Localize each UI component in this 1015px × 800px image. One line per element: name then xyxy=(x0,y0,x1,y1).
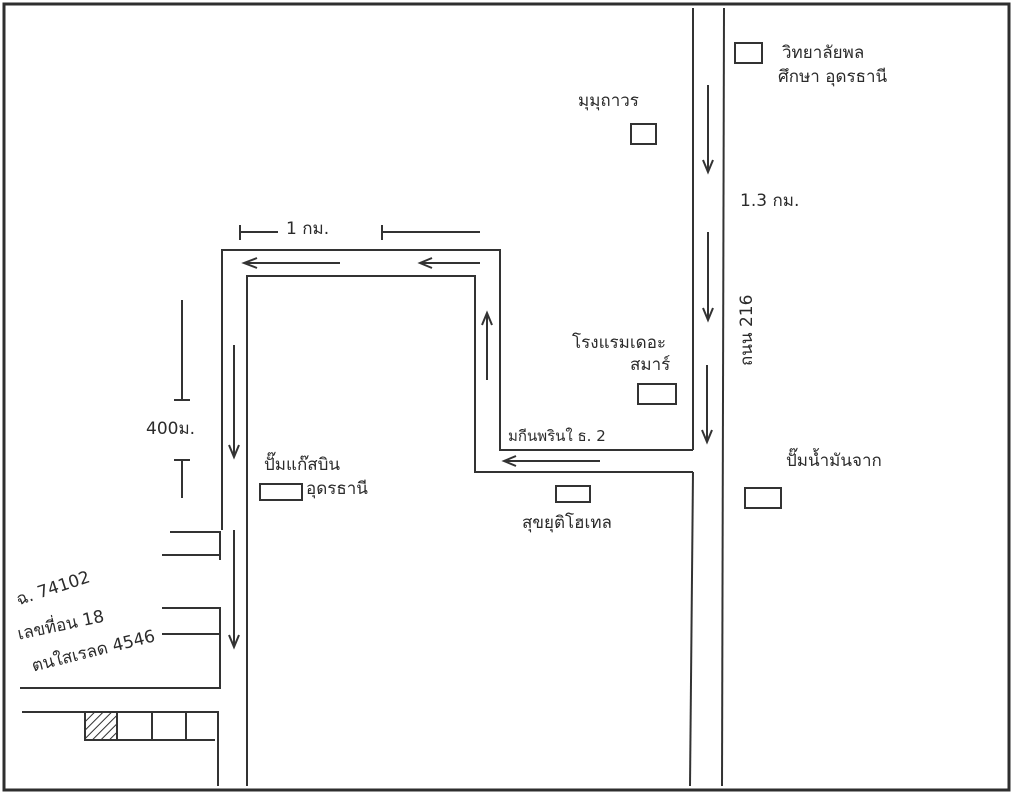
landmark-gas-station: ปั๊มน้ำมันจาก xyxy=(786,451,882,471)
main-road-label: ถนน 216 xyxy=(737,294,757,366)
loop-road xyxy=(221,249,693,786)
direction-arrows xyxy=(228,85,714,650)
landmark-university-line2: ศึกษา อุดรธานี xyxy=(778,67,888,87)
scale-label-top: 1 กม. xyxy=(286,219,330,239)
landmark-hotel-line2: สมาร์ xyxy=(630,355,671,375)
scale-marks xyxy=(174,225,480,498)
distance-label: 1.3 กม. xyxy=(740,191,800,211)
landmark-shop-mid: สุขยุติโฮเทล xyxy=(522,513,612,533)
landmark-boxes xyxy=(259,42,782,509)
building-row xyxy=(84,711,215,741)
lane-label: มกีนพรินใ ธ. 2 xyxy=(508,427,606,445)
landmark-bank-line1: ปั๊มแก๊สบิน xyxy=(264,455,341,475)
landmark-hotel-line1: โรงแรมเดอะ xyxy=(572,333,667,353)
main-road xyxy=(689,7,725,787)
scale-label-side: 400ม. xyxy=(146,419,196,439)
landmark-shop-top: มุมุถาวร xyxy=(578,91,639,111)
landmark-bank-line2: อุดรธานี xyxy=(306,479,368,499)
landmark-university-line1: วิทยาลัยพล xyxy=(782,43,865,63)
